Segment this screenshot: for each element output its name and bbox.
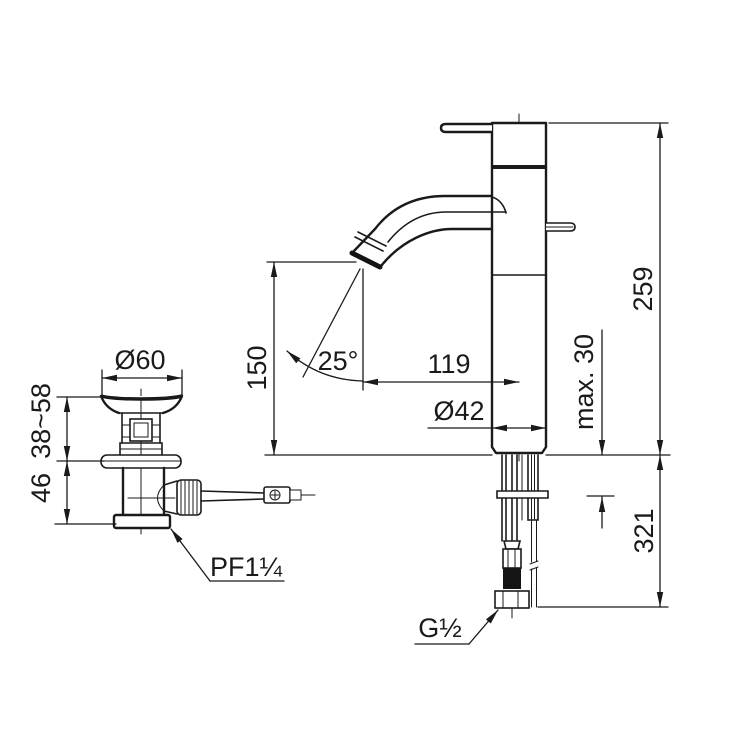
dimension-below-deck: 321: [537, 454, 669, 608]
dimension-total-height: 259: [548, 122, 669, 456]
arrowhead: [656, 123, 664, 138]
arrowhead: [598, 440, 606, 455]
arrowhead: [270, 440, 278, 455]
dim-text-38-58: 38~58: [26, 383, 56, 459]
spout-outer-top: [351, 194, 494, 254]
hose-sleeve: [503, 568, 521, 589]
knurl-lines: [180, 480, 198, 515]
arrowhead: [504, 378, 519, 386]
dimension-spout-reach: 119: [362, 349, 520, 386]
hose-cone: [502, 540, 522, 550]
faucet-body: [490, 121, 548, 455]
arrowhead: [656, 592, 664, 607]
arrowhead: [63, 446, 71, 461]
dimension-body-diameter: Ø42: [427, 396, 547, 432]
spout-outer-bottom: [379, 227, 494, 268]
arrowhead: [270, 262, 278, 277]
dim-text-46: 46: [26, 473, 56, 503]
drain-port-top: [163, 480, 178, 486]
dim-text-25deg: 25°: [318, 346, 359, 376]
drain-flange-side-right: [161, 394, 184, 415]
arrowhead: [287, 351, 301, 364]
arrowhead: [492, 424, 507, 432]
below-deck-assembly: [494, 454, 615, 619]
mounting-washer: [496, 490, 549, 499]
dimension-flange-diameter: Ø60: [101, 345, 183, 397]
arrowhead: [656, 440, 664, 455]
faucet-figure: [264, 113, 671, 619]
arrowhead: [598, 497, 606, 512]
arrowhead: [531, 424, 546, 432]
spout: [349, 194, 507, 270]
dimension-drain-heights: 38~58 46: [26, 383, 118, 525]
drain-port-inner-curve: [157, 484, 165, 512]
dim-text-max30: max. 30: [569, 334, 599, 430]
drain-bottom-flange: [112, 513, 172, 530]
popup-rod-top: [200, 490, 265, 494]
arrowhead: [63, 461, 71, 476]
dim-text-150: 150: [242, 345, 272, 390]
arrowhead: [167, 374, 182, 382]
popup-rod-bottom: [200, 498, 265, 502]
arrowhead: [656, 455, 664, 470]
dim-text-259: 259: [628, 266, 658, 311]
arrowhead: [102, 374, 117, 382]
dim-text-321: 321: [629, 508, 659, 553]
dimension-spout-angle: 25°: [286, 268, 364, 391]
label-supply-thread: G½: [414, 609, 499, 645]
handle-lever: [439, 122, 494, 134]
aerator-ring-line-1: [357, 231, 387, 247]
rod-tip-fitting: [289, 489, 302, 501]
label-drain-thread: PF1¼: [170, 528, 285, 582]
spout-inner-line: [387, 211, 507, 243]
angle-ref-line: [302, 268, 361, 378]
spout-body-fillet: [491, 196, 507, 214]
dimension-spout-height: 150: [242, 261, 357, 456]
arrowhead: [63, 509, 71, 524]
dim-text-60: Ø60: [114, 345, 165, 375]
arrowhead: [171, 529, 183, 543]
drain-guide-square-inner: [133, 422, 149, 438]
arrowhead: [485, 610, 498, 624]
label-text-pf114: PF1¼: [210, 552, 283, 582]
label-text-g12: G½: [418, 613, 462, 643]
dimension-deck-thickness: max. 30: [569, 329, 606, 529]
drain-figure: [99, 388, 316, 535]
drain-flange-side-left: [99, 394, 121, 415]
drain-port-bottom: [163, 510, 178, 515]
hose-nut: [502, 548, 522, 569]
arrowhead: [363, 378, 378, 386]
dim-text-119: 119: [427, 349, 470, 379]
supply-fitting: [494, 590, 530, 609]
aerator-ring-line-2: [354, 236, 384, 252]
arrowhead: [63, 397, 71, 412]
rod-break-upper: [529, 560, 539, 565]
aerator-face: [349, 250, 383, 270]
dim-text-42: Ø42: [433, 396, 484, 426]
